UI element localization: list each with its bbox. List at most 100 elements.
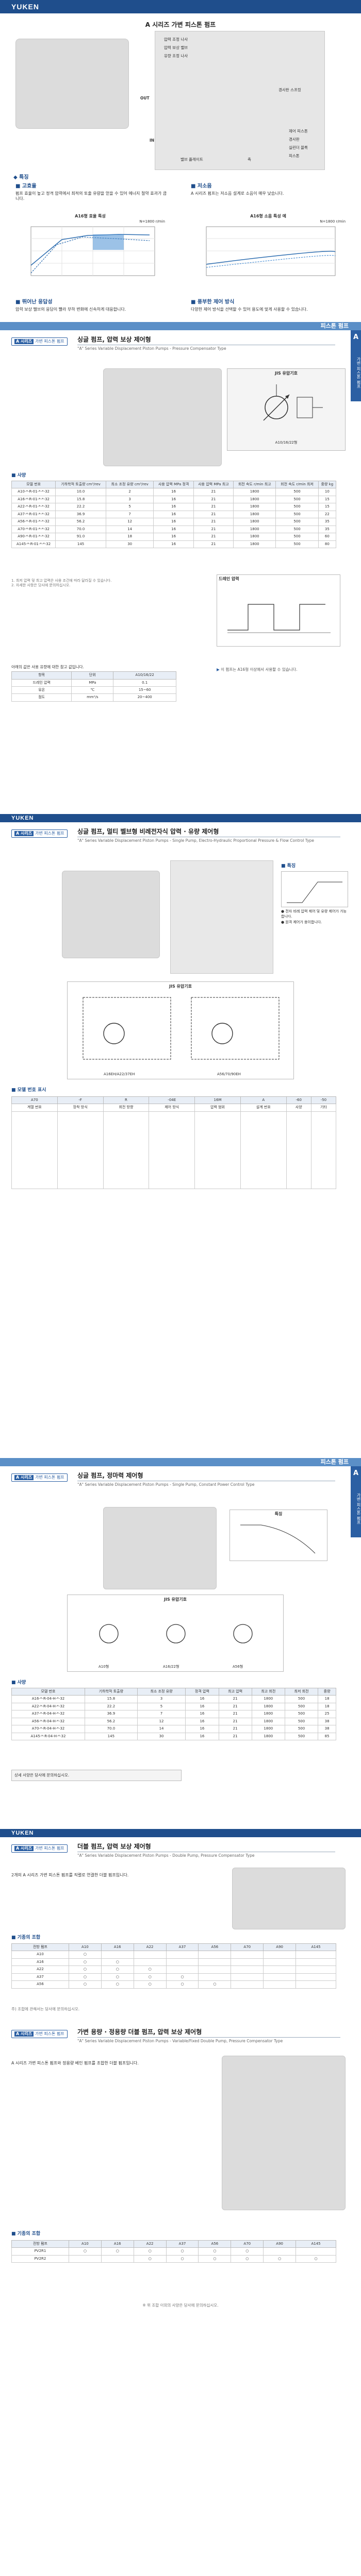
s3-spec-header: 모델 번호	[11, 1687, 85, 1696]
s2-order-name: 압력 범위	[194, 1104, 241, 1112]
section1-title: 싱글 펌프, 압력 보상 제어형	[77, 336, 151, 343]
intro-section: YUKEN A 시리즈 가변 피스톤 펌프 압력 조정 나사 압력 보상 밸브 …	[0, 0, 361, 322]
s1-small-cell: ℃	[71, 686, 114, 694]
s1-spec-cell: 18	[105, 533, 154, 541]
s5-combo-cell: ○	[166, 2255, 199, 2263]
s1-spec-cell: A22-*-R-01-*-*-32	[11, 503, 56, 511]
s5-combo-cell: ○	[231, 2247, 264, 2256]
s4-combo-row: A37○○○○	[11, 1973, 336, 1981]
s1-spec-header: 회전 속도 r/min 최저	[275, 480, 319, 489]
s3-spec-cell: 16	[185, 1717, 219, 1726]
s3-spec-header: 최저 회전	[284, 1687, 319, 1696]
section1-symbol-box: JIS 유압기호 A10/16/22형	[227, 368, 346, 451]
s1-spec-cell: 14	[105, 525, 154, 534]
s4-combo-cell: ○	[101, 1980, 134, 1989]
s4-combo-cell	[263, 1951, 297, 1959]
feature-control: ■ 풍부한 제어 방식 다양한 제어 방식을 선택할 수 있어 용도에 맞게 사…	[191, 299, 308, 312]
s4-combo-cell: ○	[166, 1973, 199, 1981]
s3-spec-cell: 500	[284, 1717, 319, 1726]
s4-combo-cell	[166, 1951, 199, 1959]
s3-spec-cell: 21	[218, 1732, 252, 1741]
s1-spec-cell: 16	[153, 525, 194, 534]
s3-spec-cell: 3	[137, 1695, 186, 1703]
s4-combo-cell	[296, 1980, 336, 1989]
s4-combo-header: 전방 펌프	[11, 1943, 69, 1952]
s4-combo-cell: A10	[11, 1951, 69, 1959]
s1-spec-header: 중량 kg	[318, 480, 337, 489]
section1-notes: 1. 최저 압력 및 최고 압력은 사용 조건에 따라 달라질 수 있습니다. …	[11, 579, 112, 588]
s4-combo-cell	[231, 1973, 264, 1981]
s1-spec-cell: 500	[275, 488, 319, 496]
s5-combo-row: PV2R2○○○○○○	[11, 2255, 336, 2263]
s4-combo-cell: ○	[101, 1965, 134, 1974]
s1-spec-header: 기하학적 토출량 cm³/rev	[55, 480, 106, 489]
s1-small-header: A10/16/22	[113, 671, 176, 680]
section1-title-en: "A" Series Variable Displacement Piston …	[77, 345, 335, 351]
s1-small-cell: 0.1	[113, 679, 176, 687]
s2-order-header: R	[103, 1096, 150, 1105]
s2-order-name: 설계 번호	[240, 1104, 287, 1112]
s2-order-name: 제어 방식	[149, 1104, 195, 1112]
s1-spec-cell: 1800	[233, 525, 276, 534]
section2-order-title: ■ 모델 번호 표시	[11, 1088, 46, 1093]
s1-spec-cell: 21	[193, 488, 234, 496]
s4-combo-cell: A37	[11, 1973, 69, 1981]
s2-order-name: 장착 방식	[57, 1104, 104, 1112]
s1-spec-cell: 21	[193, 525, 234, 534]
s3-spec-header: 정격 압력	[185, 1687, 219, 1696]
s3-spec-cell: 21	[218, 1702, 252, 1711]
s1-spec-cell: 3	[105, 495, 154, 504]
section3-title: 싱글 펌프, 정마력 제어형	[77, 1472, 143, 1479]
s3-spec-header: 최소 조정 유량	[137, 1687, 186, 1696]
section3-symbol-box: JIS 유압기호 A10형 A16/22형 A56형	[67, 1595, 284, 1672]
s5-combo-cell: ○	[133, 2247, 167, 2256]
section3-feature-box: 특징	[229, 1510, 327, 1561]
s5-combo-header: A10	[68, 2240, 102, 2248]
s1-spec-cell: 15	[318, 503, 337, 511]
section2-features: ■ 특징 ● 전자 비례 압력 제어 및 유량 제어가 가능합니다. ● 원격 …	[281, 863, 348, 925]
s1-spec-cell: A37-*-R-01-*-*-32	[11, 510, 56, 519]
s3-spec-cell: A22-*-R-04-H-*-32	[11, 1702, 85, 1711]
s4-combo-cell: ○	[68, 1958, 102, 1967]
section4-table-title: ■ 기종의 조합	[11, 1935, 41, 1940]
label-swash: 경사판	[289, 137, 300, 142]
s5-combo-cell: ○	[68, 2247, 102, 2256]
section1-side-tab: 가변 피스톤 펌프	[351, 345, 361, 401]
s1-spec-cell: 35	[318, 525, 337, 534]
s4-combo-cell	[166, 1958, 199, 1967]
s1-small-header: 항목	[11, 671, 72, 680]
label-piston: 피스톤	[289, 154, 300, 158]
section3-hydraulic-symbols	[99, 1624, 253, 1643]
section1-spec-title: ■ 사양	[11, 473, 26, 478]
label-flow-adjust: 유량 조정 나사	[164, 54, 188, 58]
s4-combo-cell: ○	[68, 1980, 102, 1989]
s1-spec-cell: A56-*-R-01-*-*-32	[11, 518, 56, 526]
s1-spec-header: 사용 압력 MPa 정격	[153, 480, 194, 489]
s3-spec-cell: 500	[284, 1695, 319, 1703]
s2-order-header: -04E	[149, 1096, 195, 1105]
s3-spec-cell: 16	[185, 1710, 219, 1718]
s5-combo-cell: ○	[101, 2247, 134, 2256]
s4-combo-cell	[263, 1958, 297, 1967]
label-control-piston: 제어 피스톤	[289, 129, 308, 133]
s1-spec-cell: 1800	[233, 488, 276, 496]
s2-order-header: A70	[11, 1096, 58, 1105]
s1-spec-cell: 500	[275, 540, 319, 548]
s5-combo-cell	[101, 2255, 134, 2263]
s1-spec-cell: A90-*-R-01-*-*-32	[11, 533, 56, 541]
s5-combo-header: A145	[296, 2240, 336, 2248]
s2-order-header: A	[240, 1096, 287, 1105]
